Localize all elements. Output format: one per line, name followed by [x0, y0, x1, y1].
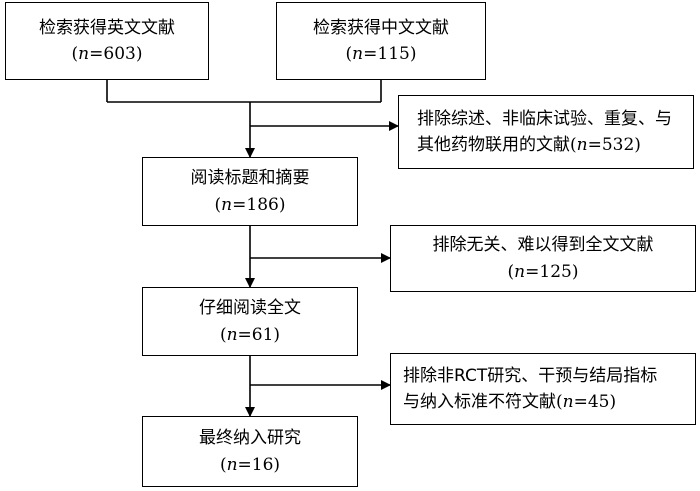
box-read-fulltext: 仔细阅读全文 (n=61) — [142, 287, 358, 356]
read-titles-count: (n=186) — [214, 194, 286, 215]
read-titles-title: 阅读标题和摘要 — [190, 168, 310, 189]
read-fulltext-count: (n=61) — [219, 324, 281, 345]
exclude-irrelevant-count: (n=125) — [507, 261, 579, 282]
read-fulltext-title: 仔细阅读全文 — [199, 298, 301, 319]
final-included-count: (n=16) — [219, 454, 281, 475]
exclude-nonrct-line2: 与纳入标准不符文献(n=45) — [403, 392, 617, 412]
exclude-reviews-line2: 其他药物联用的文献(n=532) — [417, 135, 641, 155]
box-final-included: 最终纳入研究 (n=16) — [142, 416, 358, 487]
box-exclude-irrelevant: 排除无关、难以得到全文文献 (n=125) — [390, 225, 696, 292]
box-read-titles: 阅读标题和摘要 (n=186) — [142, 157, 358, 226]
english-search-title: 检索获得英文文献 — [39, 17, 175, 38]
final-included-title: 最终纳入研究 — [199, 428, 301, 449]
box-english-search: 检索获得英文文献 (n=603) — [5, 2, 209, 80]
english-search-count: (n=603) — [71, 44, 143, 64]
exclude-nonrct-line1: 排除非RCT研究、干预与结局指标 — [403, 365, 658, 386]
exclude-irrelevant-title: 排除无关、难以得到全文文献 — [432, 235, 654, 256]
box-exclude-reviews: 排除综述、非临床试验、重复、与 其他药物联用的文献(n=532) — [398, 95, 694, 169]
chinese-search-count: (n=115) — [345, 44, 417, 64]
box-chinese-search: 检索获得中文文献 (n=115) — [276, 2, 486, 80]
chinese-search-title: 检索获得中文文献 — [313, 17, 449, 38]
exclude-reviews-line1: 排除综述、非临床试验、重复、与 — [417, 108, 672, 129]
box-exclude-nonrct: 排除非RCT研究、干预与结局指标 与纳入标准不符文献(n=45) — [390, 353, 696, 425]
